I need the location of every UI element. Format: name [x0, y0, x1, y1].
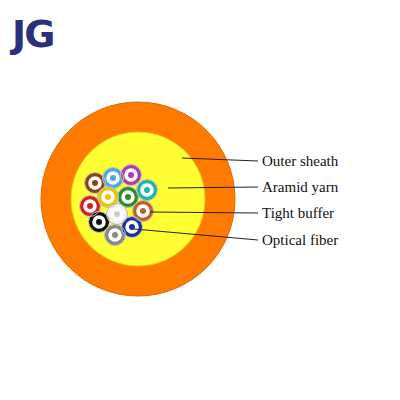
- part-label: Outer sheath: [262, 154, 338, 169]
- tight-buffer: [120, 189, 137, 206]
- buffer-outline: [137, 180, 158, 201]
- optical-fiber: [87, 203, 93, 209]
- optical-fiber: [128, 172, 134, 178]
- buffer-outline: [80, 196, 101, 217]
- part-label: Tight buffer: [262, 206, 334, 221]
- aramid-yarn: [71, 132, 205, 266]
- leader-line: [134, 229, 258, 240]
- optical-fiber: [114, 211, 120, 217]
- leader-line: [168, 187, 258, 188]
- optical-fiber: [96, 219, 102, 225]
- buffer-outline: [121, 165, 142, 186]
- leader-lines: [134, 158, 258, 240]
- tight-buffer: [123, 167, 140, 184]
- tight-buffer: [107, 227, 124, 244]
- optical-fiber: [144, 187, 150, 193]
- tight-buffer: [135, 203, 152, 220]
- optical-fiber: [105, 194, 111, 200]
- leader-line: [150, 212, 258, 213]
- tight-buffer: [124, 219, 141, 236]
- brand-logo: JG: [12, 15, 53, 53]
- leader-line: [182, 158, 258, 161]
- buffer-outline: [133, 201, 154, 222]
- optical-fiber: [110, 175, 116, 181]
- tight-buffer: [109, 206, 126, 223]
- outer-sheath: [41, 102, 235, 296]
- optical-fiber: [140, 208, 146, 214]
- buffer-outline: [122, 217, 143, 238]
- optical-fiber: [112, 232, 118, 238]
- part-label: Optical fiber: [262, 233, 338, 248]
- buffer-outline: [105, 225, 126, 246]
- part-label: Aramid yarn: [262, 180, 338, 195]
- tight-buffer: [105, 170, 122, 187]
- fiber-bundle: [80, 165, 158, 246]
- buffer-outline: [103, 168, 124, 189]
- tight-buffer: [139, 182, 156, 199]
- optical-fiber: [92, 180, 98, 186]
- optical-fiber: [125, 194, 131, 200]
